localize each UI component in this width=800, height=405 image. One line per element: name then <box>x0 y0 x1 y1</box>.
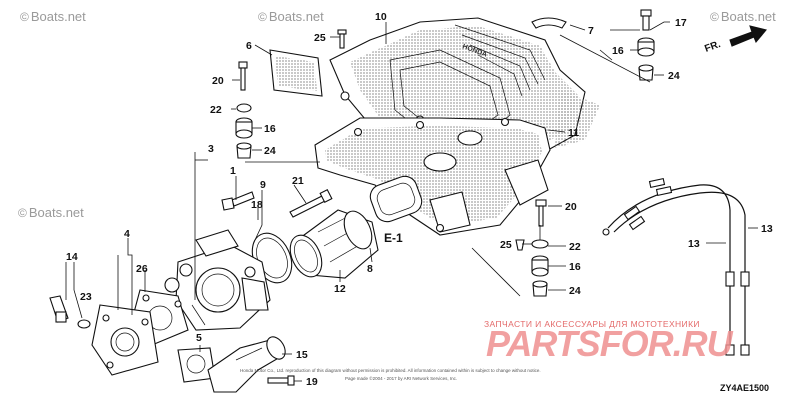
callout-18: 18 <box>251 199 263 211</box>
watermark: ©Boats.net <box>18 205 84 220</box>
callout-24-top: 24 <box>668 70 680 82</box>
bolt-20-left <box>238 61 248 91</box>
collar-24-left <box>236 142 252 159</box>
bolt-20-right <box>535 199 547 227</box>
callout-7: 7 <box>588 25 594 37</box>
watermark: ©Boats.net <box>20 9 86 24</box>
callout-20-left: 20 <box>212 75 224 87</box>
filter-screen <box>269 49 323 97</box>
screw-25-top <box>337 29 347 49</box>
parts-banner: ЗАПЧАСТИ И АКСЕССУАРЫ ДЛЯ МОТОТЕХНИКИ <box>484 319 700 329</box>
callout-13-right: 13 <box>761 223 773 235</box>
grommet-16-left <box>235 117 253 139</box>
callout-11: 11 <box>568 127 579 139</box>
screw-25-right <box>515 239 525 251</box>
callout-1: 1 <box>230 165 236 177</box>
diagram-code: ZY4AE1500 <box>720 383 770 393</box>
callout-19: 19 <box>306 376 318 388</box>
callout-14: 14 <box>66 251 78 263</box>
callout-5: 5 <box>196 332 202 344</box>
callout-10: 10 <box>375 11 387 23</box>
callout-13-left: 13 <box>688 238 700 250</box>
callout-15: 15 <box>296 349 308 361</box>
breather-hose <box>531 17 567 29</box>
front-direction-arrow: FR. <box>703 25 767 55</box>
callout-25-top: 25 <box>314 32 326 44</box>
callout-24-right: 24 <box>569 285 581 297</box>
leader-lines <box>65 21 758 382</box>
collar-24-right <box>532 280 548 297</box>
callout-labels: 10 7 6 25 20 22 16 24 17 16 24 11 3 1 9 … <box>66 11 773 388</box>
callout-25-right: 25 <box>500 239 512 251</box>
fine-print: Honda Motor Co., Ltd. reproduction of th… <box>240 368 541 373</box>
callout-3: 3 <box>208 143 214 155</box>
clip-1 <box>221 197 235 211</box>
callout-16-left: 16 <box>264 123 276 135</box>
callout-8: 8 <box>367 263 373 275</box>
elbow-pipe <box>207 336 286 393</box>
callout-26: 26 <box>136 263 148 275</box>
bolt-19 <box>267 375 295 386</box>
direction-label: FR. <box>703 39 722 55</box>
callout-24-left: 24 <box>264 145 276 157</box>
watermark: ©Boats.net <box>710 9 776 24</box>
intake-manifold <box>314 117 551 236</box>
grommet-16-right <box>531 255 549 277</box>
callout-16-right: 16 <box>569 261 581 273</box>
watermark: ©Boats.net <box>258 9 324 24</box>
callout-9: 9 <box>260 179 266 191</box>
washer-22-left <box>236 103 252 113</box>
callout-12: 12 <box>334 283 346 295</box>
callout-4: 4 <box>124 228 130 240</box>
sensor <box>49 295 91 329</box>
washer-22-right <box>531 239 549 249</box>
grommet-16-top <box>637 37 655 57</box>
fine-print: Page made ©2004 - 2017 by ARI Network Se… <box>345 376 458 381</box>
bolt-17 <box>640 9 652 31</box>
callout-20-right: 20 <box>565 201 577 213</box>
bolt-21 <box>289 188 333 218</box>
callout-17: 17 <box>675 17 687 29</box>
parts-logo: PARTSFOR.RU <box>486 323 733 364</box>
callout-21: 21 <box>292 175 304 187</box>
intake-duct <box>289 209 379 279</box>
callout-6: 6 <box>246 40 252 52</box>
adapter-plate <box>91 304 159 376</box>
callout-16-top: 16 <box>612 45 624 57</box>
throttle-cable <box>602 177 750 356</box>
section-ref: E-1 <box>384 231 403 245</box>
callout-22-left: 22 <box>210 104 222 116</box>
callout-23: 23 <box>80 291 92 303</box>
collar-24-top <box>638 64 654 81</box>
callout-22-right: 22 <box>569 241 581 253</box>
throttle-body <box>164 229 271 331</box>
